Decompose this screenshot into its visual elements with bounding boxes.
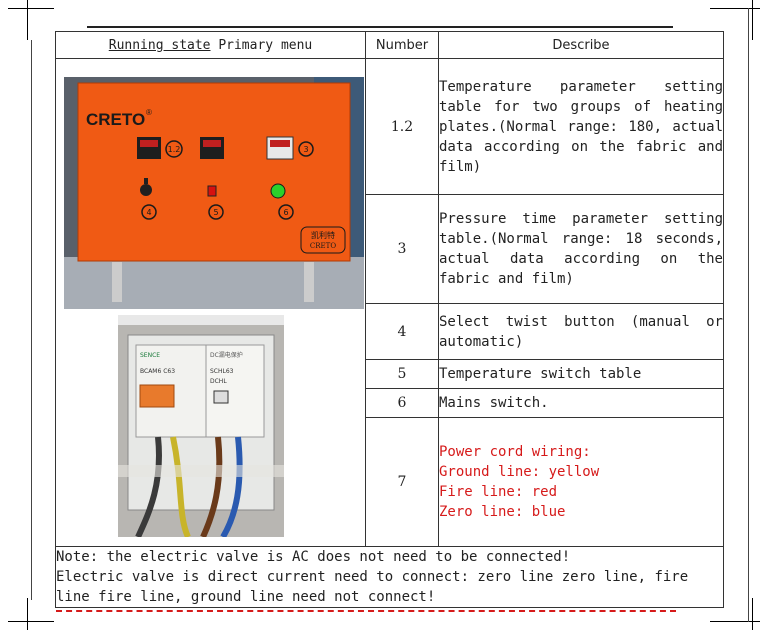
- row-description: Temperature switch table: [438, 359, 724, 389]
- breaker-svg: SENCE DC漏电保护 BCAM6 C63 SCHL63 DCHL: [118, 315, 284, 537]
- note-line-2: Electric valve is direct current need to…: [56, 569, 689, 605]
- note-line-1: Note: the electric valve is AC does not …: [56, 549, 571, 565]
- brand-badge: [300, 226, 346, 254]
- test-button: [213, 390, 229, 404]
- mains-button: [270, 183, 286, 199]
- breaker-left-text: BCAM6 C63: [140, 368, 175, 375]
- crop-mark-br-h: [710, 621, 760, 622]
- image-cell: CRETO ® 1.2 3: [55, 58, 366, 547]
- crop-mark-bl-v: [27, 598, 28, 630]
- row-description: Mains switch.: [438, 388, 724, 418]
- crop-mark-bl-h: [8, 621, 54, 622]
- table-header-row: Running state Primary menu Number Descri…: [55, 31, 724, 59]
- row-number: 3: [365, 194, 439, 304]
- crop-mark-br-v: [752, 598, 753, 630]
- header-running-state: Running state Primary menu: [55, 31, 366, 59]
- note-row: Note: the electric valve is AC does not …: [55, 546, 724, 608]
- marker-1-2-circle: [165, 140, 183, 158]
- badge-cn: 凯利特: [311, 230, 335, 240]
- breaker-model: DCHL: [210, 378, 227, 385]
- marker-6-label: 6: [283, 208, 288, 217]
- support-post-right: [304, 262, 314, 302]
- marker-4-circle: [141, 204, 157, 220]
- breaker-photo: SENCE DC漏电保护 BCAM6 C63 SCHL63 DCHL: [118, 315, 284, 537]
- marker-5-label: 5: [213, 208, 218, 217]
- conduit: [118, 465, 284, 477]
- breaker-small-label: DC漏电保护: [210, 351, 243, 359]
- twist-knob: [140, 184, 152, 196]
- crop-mark-tr-v: [752, 0, 753, 40]
- support-post-left: [112, 262, 122, 302]
- crop-mark-l-long: [31, 40, 32, 600]
- table-row: 7 Power cord wiring: Ground line: yellow…: [56, 417, 724, 547]
- header-describe: Describe: [438, 31, 724, 59]
- time-display: [270, 140, 290, 147]
- row-number: 4: [365, 303, 439, 360]
- row-description: Select twist button (manual or automatic…: [438, 303, 724, 360]
- row-description: Temperature parameter setting table for …: [438, 58, 724, 195]
- temperature-switch: [207, 185, 217, 197]
- header-underlined-text: Running state: [108, 37, 211, 53]
- table-row: 3 Pressure time parameter setting table.…: [56, 194, 724, 304]
- temp-display-2: [203, 140, 221, 147]
- table-row: 5 Temperature switch table: [56, 359, 724, 389]
- marker-3-circle: [298, 141, 314, 157]
- row-description-wiring: Power cord wiring: Ground line: yellow F…: [438, 417, 724, 547]
- row-number: 1.2: [365, 58, 439, 195]
- wire-brown: [200, 436, 223, 537]
- crop-mark-r-long: [748, 8, 749, 622]
- temp-display-1: [140, 140, 158, 147]
- control-panel-photo: CRETO ® 1.2 3: [64, 77, 364, 309]
- breaker-lever: [139, 384, 175, 408]
- breaker-right-text: SCHL63: [210, 368, 234, 375]
- crop-mark-tl-h: [8, 8, 54, 9]
- knob-pointer: [144, 178, 148, 184]
- control-panel-svg: CRETO ® 1.2 3: [64, 77, 364, 309]
- marker-5-circle: [208, 204, 224, 220]
- wiring-line: Power cord wiring:: [439, 444, 591, 460]
- wire-yellow: [170, 436, 191, 537]
- spec-table: Running state Primary menu Number Descri…: [55, 31, 724, 608]
- header-number: Number: [365, 31, 439, 59]
- marker-3-label: 3: [303, 145, 308, 154]
- badge-en: CRETO: [310, 242, 336, 250]
- wiring-line: Zero line: blue: [439, 504, 566, 520]
- marker-6-circle: [278, 204, 294, 220]
- wire-blue: [220, 436, 243, 537]
- header-rest-text: Primary menu: [210, 37, 313, 53]
- table-row: CRETO ® 1.2 3: [55, 58, 724, 547]
- row-number: 7: [365, 417, 439, 547]
- marker-1-2-label: 1.2: [168, 145, 181, 154]
- top-bar: [118, 315, 284, 325]
- row-description: Pressure time parameter setting table.(N…: [438, 194, 724, 304]
- crop-mark-tl-v: [27, 0, 28, 40]
- header-rule: [87, 26, 673, 28]
- note-cell: Note: the electric valve is AC does not …: [55, 546, 724, 608]
- machine-base: [64, 257, 364, 309]
- table-row: 6 Mains switch.: [56, 388, 724, 418]
- row-number: 5: [365, 359, 439, 389]
- brand-label: CRETO: [86, 110, 145, 129]
- wiring-line: Ground line: yellow: [439, 464, 600, 480]
- row-number: 6: [365, 388, 439, 418]
- crop-mark-tr-h: [710, 8, 760, 9]
- breaker-brand: SENCE: [140, 352, 160, 359]
- wiring-line: Fire line: red: [439, 484, 558, 500]
- wire-black: [135, 436, 162, 537]
- cut-off-red-text: [56, 610, 676, 615]
- brand-mark: ®: [146, 108, 152, 117]
- marker-4-label: 4: [146, 208, 151, 217]
